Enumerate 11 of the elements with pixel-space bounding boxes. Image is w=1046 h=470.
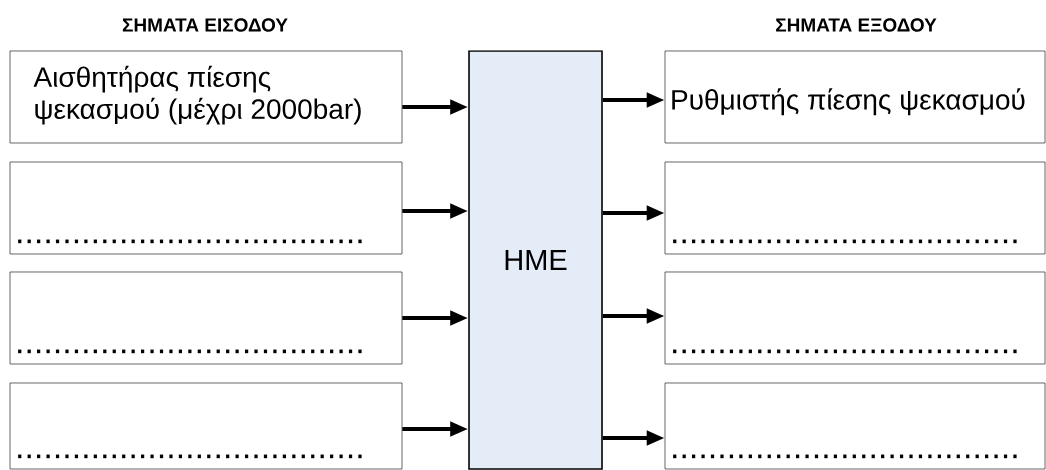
input-box: ..................................... [9, 271, 403, 365]
output-box: ..................................... [664, 382, 1046, 470]
output-box: Ρυθμιστής πίεσης ψεκασμού [664, 50, 1046, 144]
input-box: ..................................... [9, 382, 403, 470]
output-box: ..................................... [664, 161, 1046, 255]
input-box: Αισθητήρας πίεσης ψεκασμού (μέχρι 2000bar) [9, 50, 403, 144]
input-box: ..................................... [9, 161, 403, 255]
control-unit-box: HME [468, 50, 603, 470]
output-box: ..................................... [664, 271, 1046, 365]
column-heading: ΣΗΜΑΤΑ ΕΙΣΟΔΟΥ [122, 18, 288, 32]
column-heading: ΣΗΜΑΤΑ ΕΞΟΔΟΥ [776, 18, 937, 32]
